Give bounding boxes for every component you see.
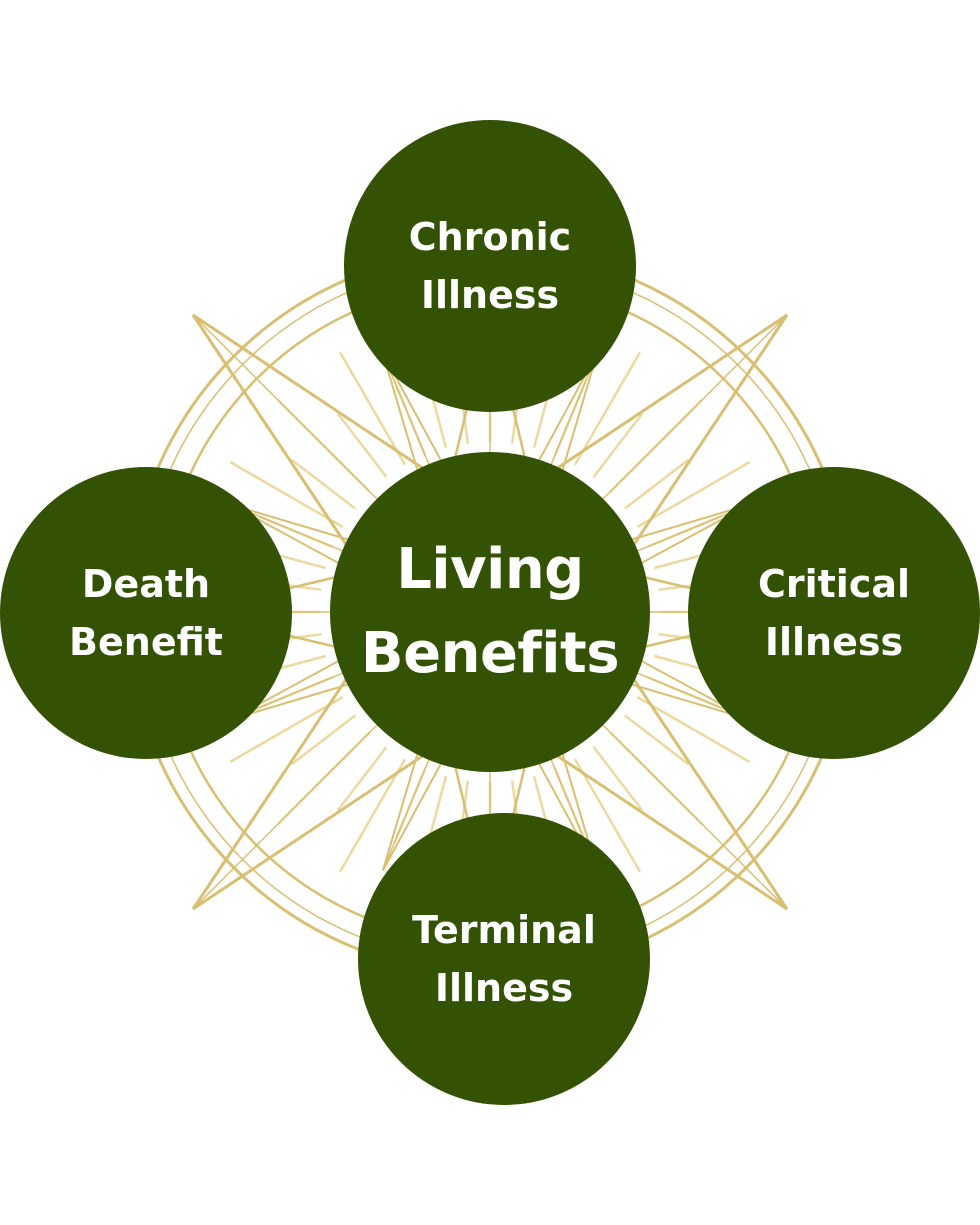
ray bbox=[573, 351, 642, 466]
living-benefits-center-node: Living Benefits bbox=[330, 452, 650, 772]
ray bbox=[636, 460, 751, 529]
node-label-line1: Chronic bbox=[408, 215, 572, 259]
center-label-line2: Benefits bbox=[360, 621, 620, 686]
ray bbox=[592, 746, 644, 812]
ray bbox=[338, 351, 407, 466]
ray bbox=[290, 458, 356, 510]
ray bbox=[290, 714, 356, 766]
ray bbox=[624, 714, 690, 766]
ray bbox=[336, 746, 388, 812]
ray bbox=[592, 412, 644, 478]
ray bbox=[636, 695, 751, 764]
node-label-line2: Benefit bbox=[69, 620, 223, 664]
node-label-line2: Illness bbox=[434, 966, 574, 1010]
ray bbox=[336, 412, 388, 478]
death-benefit-node: Death Benefit bbox=[0, 467, 292, 759]
ray bbox=[229, 460, 344, 529]
center-label-line1: Living bbox=[396, 537, 584, 602]
node-label-line1: Terminal bbox=[412, 908, 596, 952]
node-label-line2: Illness bbox=[764, 620, 904, 664]
ray bbox=[624, 458, 690, 510]
node-label-line2: Illness bbox=[420, 273, 560, 317]
node-label-line1: Death bbox=[81, 562, 211, 606]
ray bbox=[338, 758, 407, 873]
critical-illness-node: Critical Illness bbox=[688, 467, 980, 759]
ray bbox=[229, 695, 344, 764]
terminal-illness-node: Terminal Illness bbox=[358, 813, 650, 1105]
node-label-line1: Critical bbox=[757, 562, 911, 606]
ray bbox=[573, 758, 642, 873]
chronic-illness-node: Chronic Illness bbox=[344, 120, 636, 412]
